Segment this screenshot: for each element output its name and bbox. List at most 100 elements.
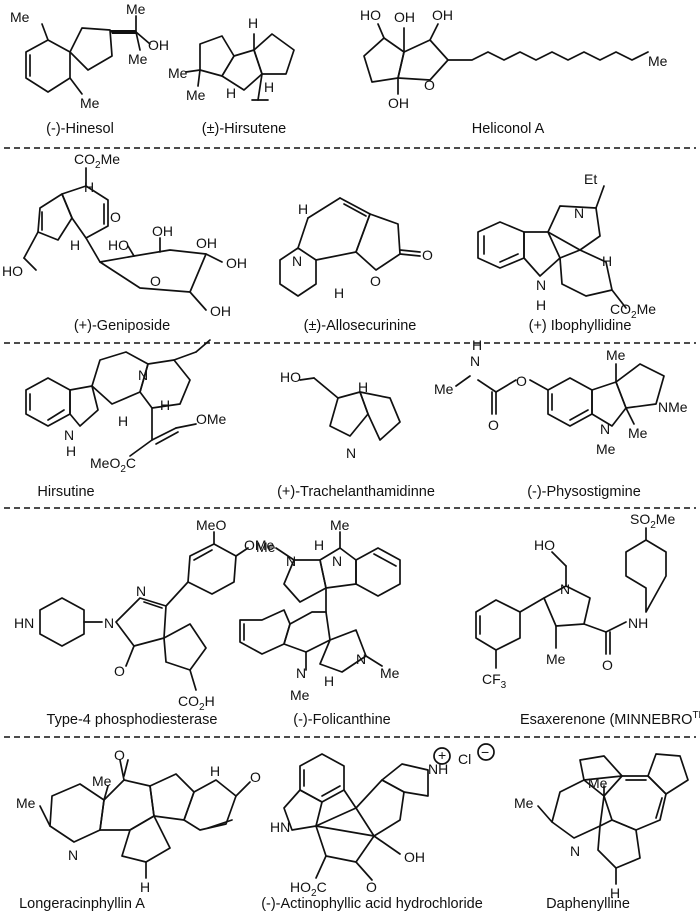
atom-actino-o: O [366, 879, 377, 895]
atom-longer-h1: H [210, 763, 220, 779]
atom-hinesol-me4: Me [80, 95, 100, 111]
atom-allosecurinine-h2: H [334, 285, 344, 301]
structure-longeracinphyllin: O O H Me Me N H [16, 747, 261, 895]
compound-name-allosecurinine: (±)-Allosecurinine [304, 318, 417, 334]
atom-geniposide-oh4: OH [210, 303, 231, 319]
atom-longer-h2: H [140, 879, 150, 895]
atom-actino-nh: NH [428, 761, 448, 777]
atom-hirsutine-ome: OMe [196, 411, 227, 427]
atom-geniposide-ho2: HO [108, 237, 129, 253]
atom-pde4-o: O [114, 663, 125, 679]
atom-actino-plus: + [438, 747, 446, 763]
structure-hirsutine: N H H OMe N H MeO2C [25, 339, 227, 475]
atom-physo-n-carb: N [470, 353, 480, 369]
atom-ibophyllidine-et: Et [584, 171, 597, 187]
atom-foli-n4: N [356, 651, 366, 667]
atom-physo-me1: Me [606, 347, 626, 363]
compound-name-hinesol: (-)-Hinesol [46, 121, 114, 137]
atom-foli-h2: H [324, 673, 334, 689]
atom-hirsutine-n: N [138, 367, 148, 383]
atom-actino-cl: Cl [458, 751, 471, 767]
atom-ibophyllidine-n: N [574, 205, 584, 221]
atom-foli-me1: Me [330, 517, 350, 533]
atom-physo-me3: Me [596, 441, 616, 457]
atom-actino-hn: HN [270, 819, 290, 835]
structure-pde4: HN N N O MeO OMe CO2H [14, 517, 275, 713]
compound-name-esaxerenone: Esaxerenone (MINNEBROTM) [520, 710, 700, 728]
atom-pde4-hn: HN [14, 615, 34, 631]
atom-physo-o2: O [488, 417, 499, 433]
atom-geniposide-h2: H [70, 237, 80, 253]
atom-allosecurinine-h1: H [298, 201, 308, 217]
atom-hirsutene-me2: Me [186, 87, 206, 103]
atom-geniposide-oh2: OH [196, 235, 217, 251]
structure-folicanthine: Me Me N N H N Me H N Me [239, 517, 401, 703]
structure-heliconol: HO OH OH O OH Me [360, 7, 668, 111]
atom-ibophyllidine-h1: H [602, 253, 612, 269]
atom-pde4-ome: OMe [244, 537, 275, 553]
atom-heliconol-o: O [424, 77, 435, 93]
atom-hirsutine-h1: H [118, 413, 128, 429]
atom-hirsutene-me1: Me [168, 65, 188, 81]
atom-longer-o1: O [114, 747, 125, 763]
atom-hinesol-me2: Me [126, 1, 146, 17]
atom-physo-me-carb: Me [434, 381, 454, 397]
compound-name-physostigmine: (-)-Physostigmine [527, 484, 641, 500]
atom-ibophyllidine-co: CO2Me [610, 301, 656, 321]
atom-foli-me4: Me [380, 665, 400, 681]
atom-geniposide-co: CO2Me [74, 151, 120, 171]
compound-name-pde4: Type-4 phosphodiesterase [47, 712, 218, 728]
atom-actino-oh: OH [404, 849, 425, 865]
atom-ibophyllidine-h2: H [536, 297, 546, 313]
atom-pde4-n2: N [136, 583, 146, 599]
compound-name-hirsutene: (±)-Hirsutene [202, 121, 287, 137]
structure-ibophyllidine: Et N H N H CO2Me [477, 171, 656, 321]
atom-trach-ho: HO [280, 369, 301, 385]
atom-daph-me1: Me [514, 795, 534, 811]
atom-foli-n1: N [286, 553, 296, 569]
structure-allosecurinine: H N H O O [279, 197, 433, 301]
atom-hirsutene-h1: H [248, 15, 258, 31]
structure-daphenylline: Me Me N H [514, 753, 689, 901]
atom-physo-n2: N [600, 421, 610, 437]
atom-esax-cf3: CF3 [482, 671, 507, 691]
structure-hinesol: Me Me OH Me Me [10, 1, 169, 111]
atom-trach-n: N [346, 445, 356, 461]
atom-hinesol-me1: Me [10, 9, 30, 25]
atom-physo-me2: Me [628, 425, 648, 441]
atom-esax-so2me: SO2Me [630, 511, 675, 531]
atom-geniposide-ho1: HO [2, 263, 23, 279]
atom-trach-h: H [358, 379, 368, 395]
atom-physo-h: H [472, 337, 482, 353]
atom-esax-o: O [602, 657, 613, 673]
compound-name-hirsutine: Hirsutine [37, 484, 94, 500]
atom-heliconol-oh1: OH [394, 9, 415, 25]
structure-esaxerenone: HO N CF3 Me O NH SO2Me [475, 511, 675, 691]
compound-name-ibophyllidine: (+) Ibophyllidine [529, 318, 632, 334]
compound-name-trachelanthamidinne: (+)-Trachelanthamidinne [277, 484, 435, 500]
compound-name-longeracinphyllin: Longeracinphyllin A [19, 896, 145, 912]
structure-trachelanthamidinne: HO H N [280, 369, 401, 461]
charge-minus-circle [477, 743, 495, 761]
atom-heliconol-me: Me [648, 53, 668, 69]
atom-geniposide-oh1: OH [152, 223, 173, 239]
atom-longer-me1: Me [16, 795, 36, 811]
atom-heliconol-oh2: OH [432, 7, 453, 23]
atom-daph-me2: Me [588, 775, 608, 791]
atom-hirsutene-h2: H [226, 85, 236, 101]
atom-hinesol-oh: OH [148, 37, 169, 53]
atom-pde4-meo: MeO [196, 517, 226, 533]
atom-physo-o1: O [516, 373, 527, 389]
atom-daph-h: H [610, 885, 620, 901]
atom-ibophyllidine-n2: N [536, 277, 546, 293]
compound-name-heliconol: Heliconol A [472, 121, 545, 137]
atom-geniposide-o1: O [110, 209, 121, 225]
atom-foli-me3: Me [290, 687, 310, 703]
structure-hirsutene: Me Me H H H [168, 15, 295, 103]
atom-actino-minus: − [481, 744, 489, 760]
atom-hirsutene-h3: H [264, 79, 274, 95]
atom-longer-o2: O [250, 769, 261, 785]
atom-foli-n2: N [332, 553, 342, 569]
